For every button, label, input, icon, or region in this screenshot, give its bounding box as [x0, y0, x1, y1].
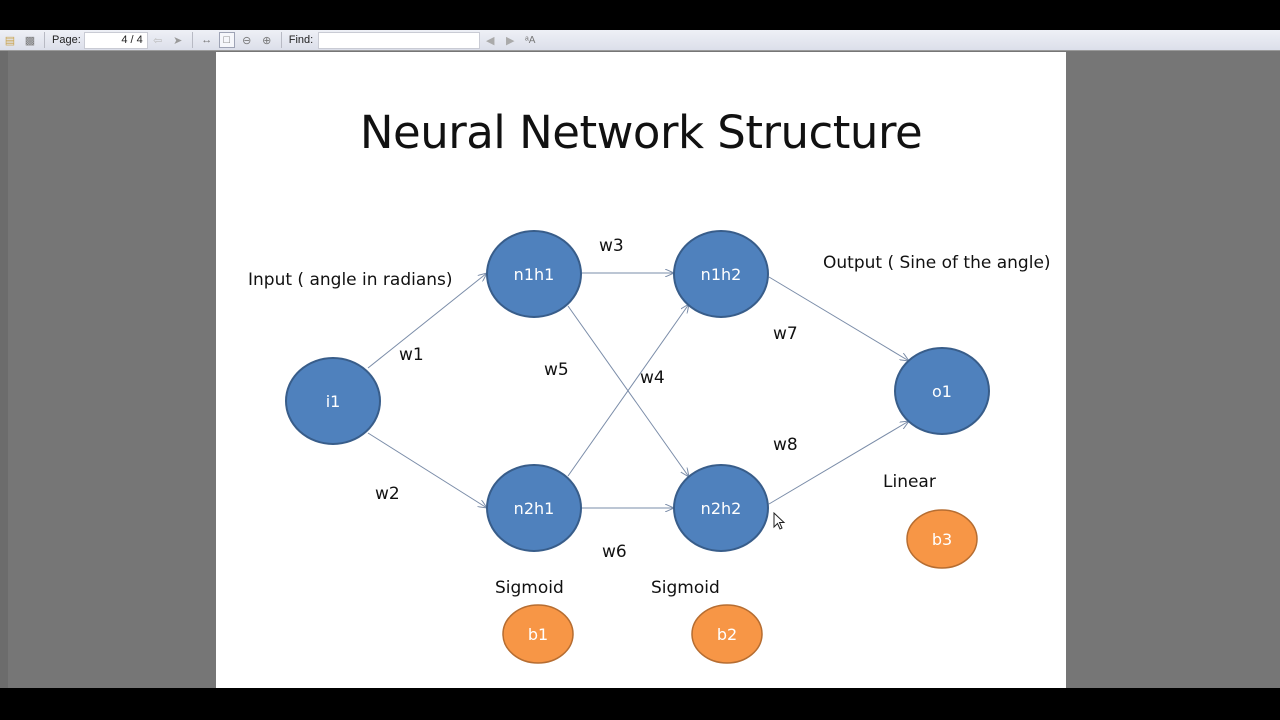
- node-label-b3: b3: [932, 530, 952, 549]
- weight-label-w5: w5: [544, 360, 569, 380]
- window-bottom-bar: [0, 688, 1280, 720]
- node-label-b2: b2: [717, 625, 737, 644]
- edge-w4: [567, 304, 689, 477]
- neuron-n2h2: [673, 464, 769, 552]
- edge-w8: [768, 421, 909, 505]
- find-prev-icon[interactable]: ◀: [485, 34, 495, 47]
- find-label: Find:: [288, 34, 314, 46]
- prev-page-icon[interactable]: ⇦: [153, 34, 163, 47]
- neuron-n1h1: [486, 230, 582, 318]
- window-top-bar: [0, 0, 1280, 30]
- neuron-o1: [894, 347, 990, 435]
- node-label-n2h2: n2h2: [701, 499, 742, 518]
- page-current: 4: [121, 34, 128, 46]
- output-label: Output ( Sine of the angle): [823, 253, 1051, 273]
- match-case-icon[interactable]: ᵃA: [525, 34, 536, 46]
- page-label: Page:: [52, 34, 81, 46]
- edge-w5: [567, 305, 689, 477]
- fit-page-icon[interactable]: □: [218, 32, 235, 48]
- bias-b3: [906, 509, 978, 569]
- page-total: / 4: [130, 34, 143, 46]
- find-next-icon[interactable]: ▶: [505, 34, 515, 47]
- neuron-i1: [285, 357, 381, 445]
- node-label-i1: i1: [326, 392, 341, 411]
- weight-label-w1: w1: [399, 345, 424, 365]
- node-label-n2h1: n2h1: [514, 499, 555, 518]
- fit-width-icon[interactable]: ↔: [201, 34, 213, 46]
- mouse-cursor-icon: [773, 512, 786, 530]
- find-input[interactable]: [318, 31, 481, 49]
- node-label-n1h2: n1h2: [701, 265, 742, 284]
- node-label-o1: o1: [932, 382, 952, 401]
- edge-w2: [367, 432, 487, 508]
- weight-label-w8: w8: [773, 435, 798, 455]
- node-label-n1h1: n1h1: [514, 265, 555, 284]
- activation-label-output: Linear: [883, 472, 936, 492]
- input-label: Input ( angle in radians): [248, 270, 453, 290]
- neuron-n1h2: [673, 230, 769, 318]
- print-icon[interactable]: ▩: [24, 34, 36, 47]
- viewer-left-edge: [0, 51, 8, 688]
- weight-label-w4: w4: [640, 368, 665, 388]
- page-number-field[interactable]: 4 / 4: [83, 31, 148, 49]
- next-page-icon[interactable]: ➤: [173, 34, 183, 47]
- neuron-n2h1: [486, 464, 582, 552]
- viewer-toolbar: ▤ ▩ Page: 4 / 4 ⇦ ➤ ↔ □ ⊖ ⊕ Find: ◀ ▶ ᵃA: [0, 30, 1280, 51]
- node-label-b1: b1: [528, 625, 548, 644]
- weight-label-w2: w2: [375, 484, 400, 504]
- network-diagram: i1 n1h1 n2h1 n1h2 n2h2 o1 b1 b2 b3: [285, 230, 990, 664]
- slide-page: Neural Network Structure i1 n1h1 n2h1 n: [216, 52, 1066, 688]
- edge-w7: [768, 276, 909, 361]
- edge-w1: [367, 273, 487, 369]
- toolbar-divider: [44, 32, 45, 48]
- slide-title: Neural Network Structure: [359, 106, 923, 159]
- weight-label-w6: w6: [602, 542, 627, 562]
- zoom-in-icon[interactable]: ⊕: [262, 34, 272, 47]
- weight-label-w3: w3: [599, 236, 624, 256]
- activation-label-layer2: Sigmoid: [651, 578, 720, 598]
- bias-b2: [691, 604, 763, 664]
- bias-b1: [502, 604, 574, 664]
- toolbar-divider: [280, 32, 282, 48]
- weight-label-w7: w7: [773, 324, 798, 344]
- activation-label-layer1: Sigmoid: [495, 578, 564, 598]
- zoom-out-icon[interactable]: ⊖: [242, 34, 252, 47]
- toolbar-divider: [191, 32, 193, 48]
- document-icon[interactable]: ▤: [4, 34, 16, 47]
